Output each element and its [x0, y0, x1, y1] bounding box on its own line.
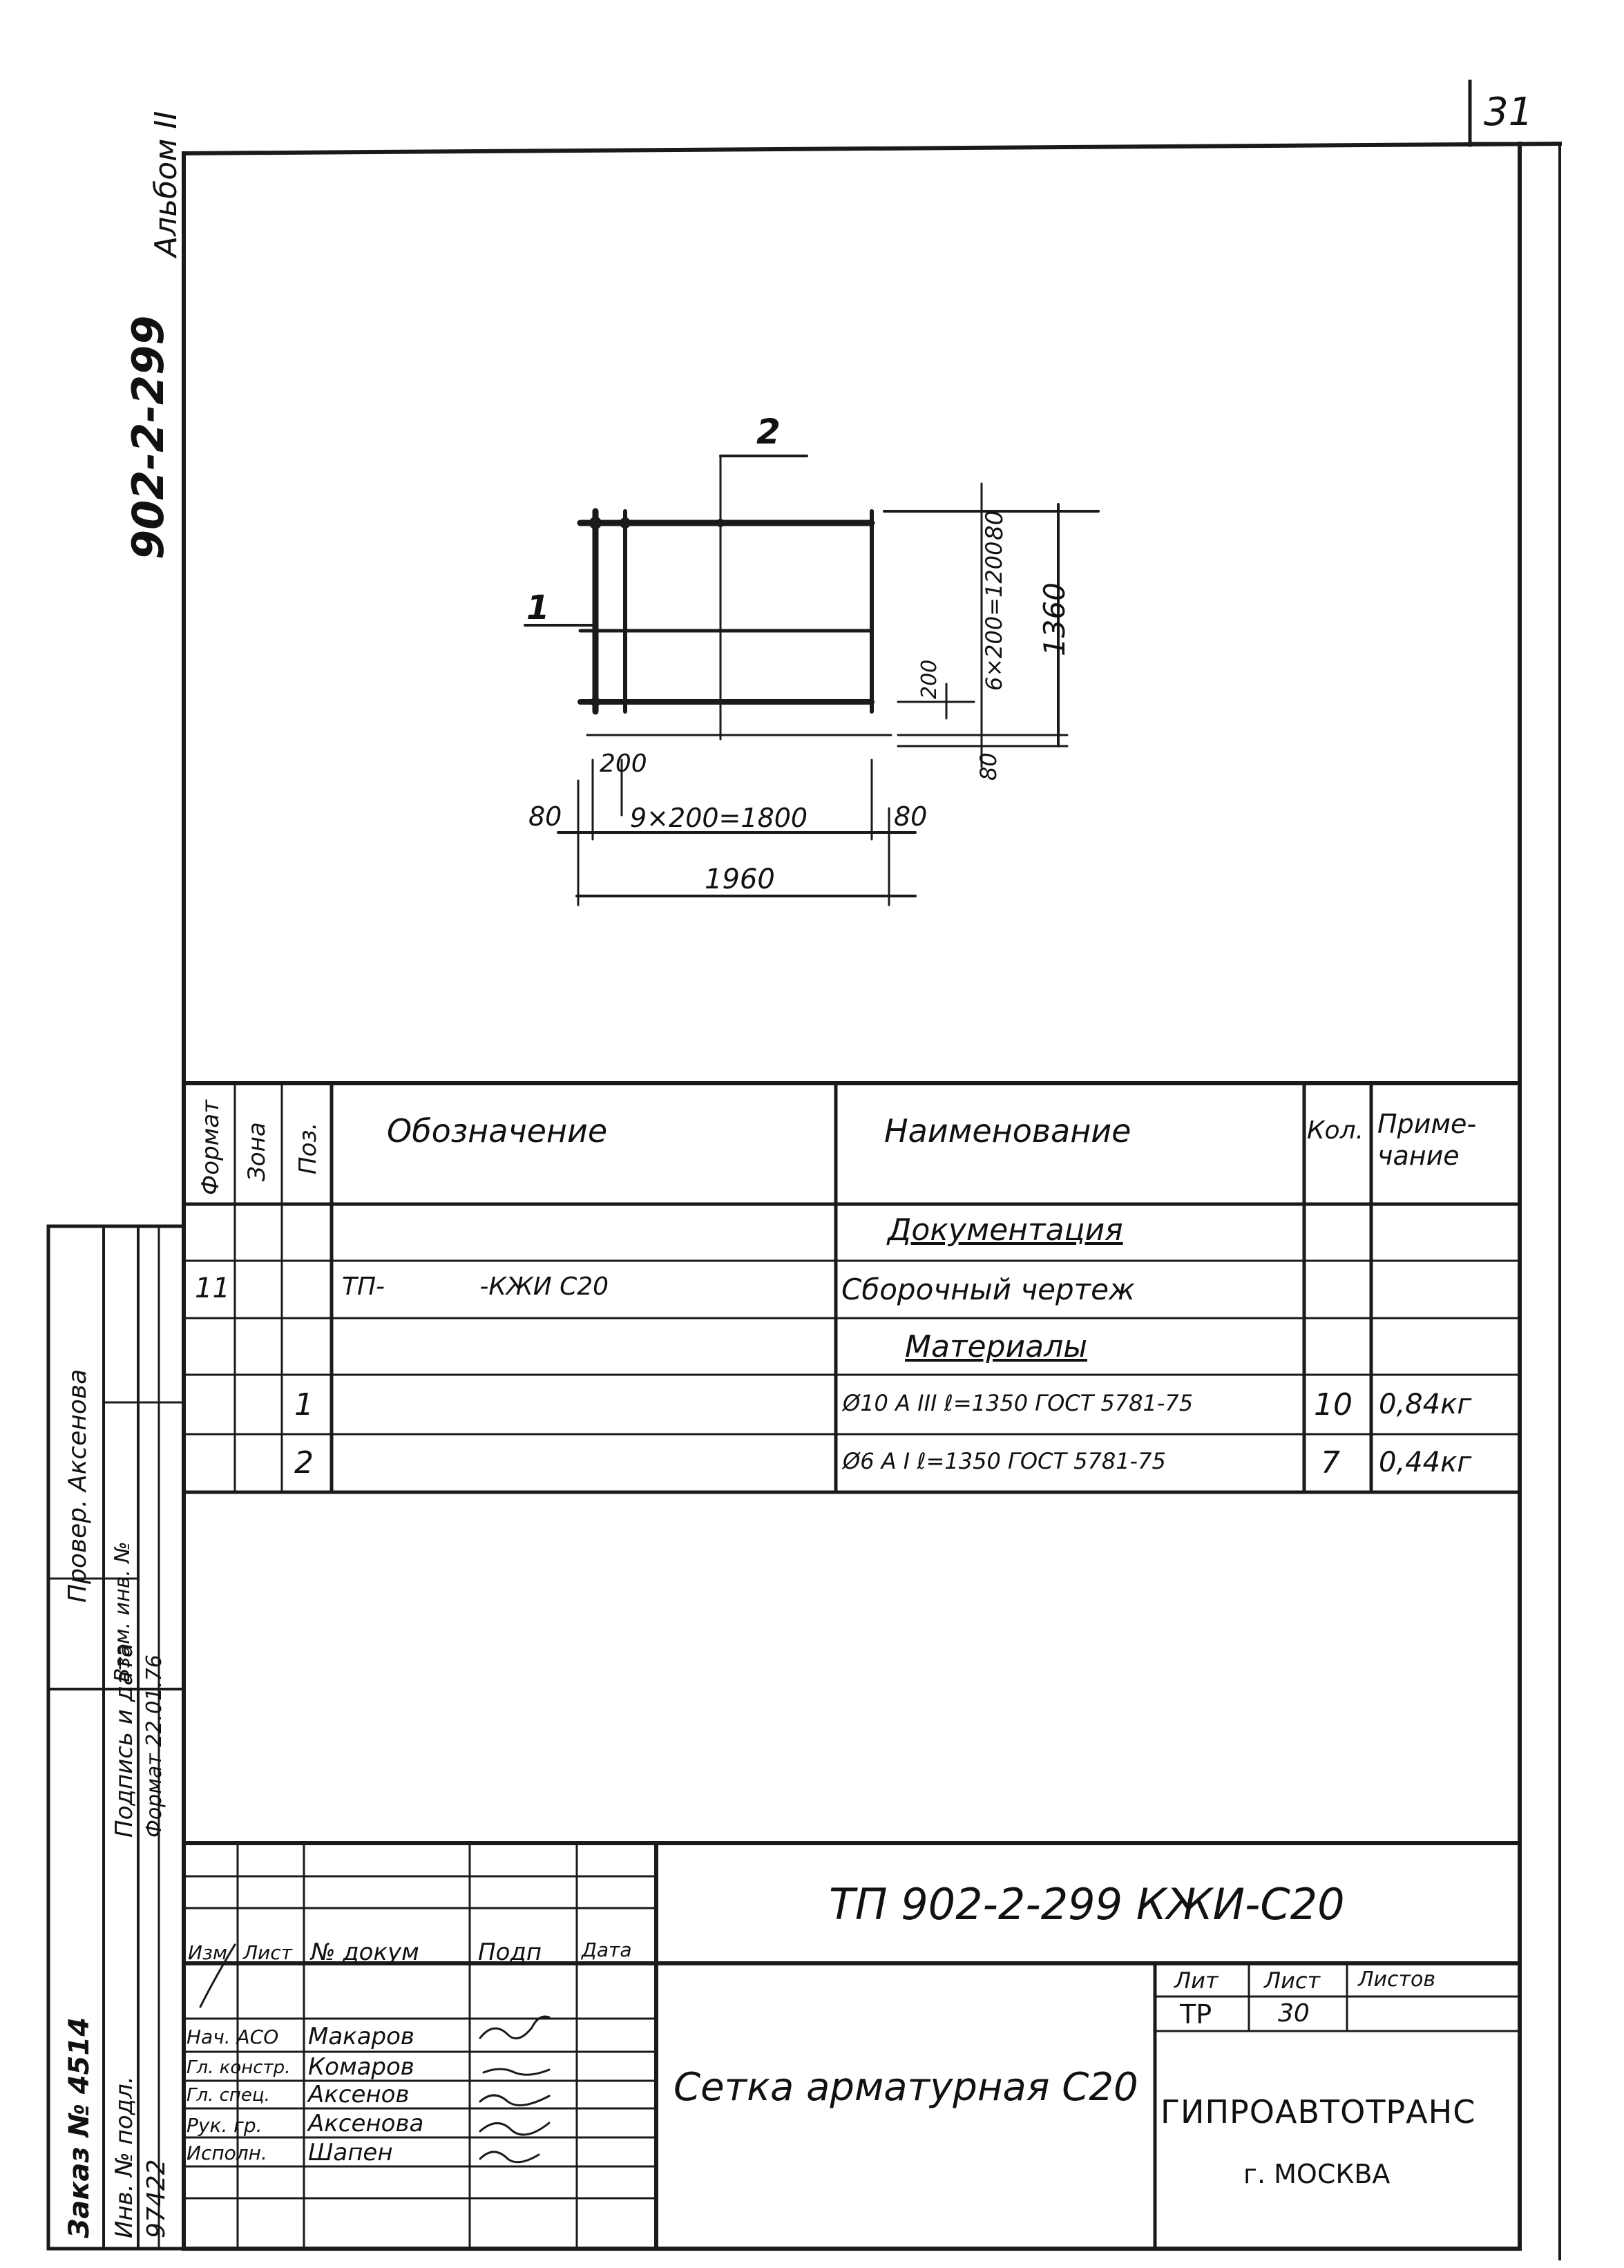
- sheet-name: Сетка арматурная С20: [674, 2066, 1150, 2110]
- sheet-label: Лист: [1264, 1967, 1321, 1994]
- signature-scribble: [482, 2068, 551, 2076]
- sheet-name-text: Сетка арматурная С20: [674, 2065, 1138, 2110]
- signer-role: Гл. констр.: [187, 2057, 291, 2078]
- signer-name: Аксенов: [308, 2081, 410, 2108]
- table-row-quantity: 10: [1314, 1387, 1353, 1422]
- table-row-name: Ø6 A I ℓ=1350 ГОСТ 5781-75: [843, 1448, 1166, 1474]
- table-row-position: 2: [294, 1445, 314, 1480]
- signer-role: Исполн.: [187, 2142, 267, 2164]
- header-name: Наименование: [884, 1112, 1131, 1150]
- dimension-80-left: 80: [528, 801, 562, 832]
- dimension-9x200: 9×200=1800: [630, 803, 808, 833]
- signer-role: Рук. гр.: [187, 2114, 262, 2137]
- col-header-signature: Подп: [478, 1938, 542, 1966]
- organization-name: ГИПРОАВТОТРАНС: [1160, 2093, 1476, 2131]
- stage-value: ТР: [1180, 1999, 1212, 2030]
- stage-label: Лит: [1174, 1967, 1219, 1994]
- header-designation: Обозначение: [387, 1112, 608, 1150]
- signer-name: Макаров: [308, 2023, 414, 2050]
- col-header-sheet: Лист: [243, 1941, 292, 1964]
- page-number: 31: [1484, 90, 1534, 135]
- header-note: Приме- чание: [1377, 1109, 1477, 1171]
- col-header-date: Дата: [582, 1938, 632, 1961]
- organization-city: г. МОСКВА: [1243, 2159, 1391, 2189]
- document-number: ТП 902-2-299 КЖИ-С20: [829, 1879, 1345, 1929]
- signer-name: Шапен: [308, 2139, 393, 2166]
- signer-role: Гл. спец.: [187, 2085, 270, 2106]
- table-row-designation: ТП- -КЖИ С20: [342, 1273, 609, 1301]
- signer-role: Нач. АСО: [187, 2026, 279, 2048]
- table-row-quantity: 7: [1321, 1445, 1340, 1480]
- signature-scribble: [479, 2122, 551, 2136]
- col-header-doc-number: № докум: [311, 1938, 419, 1966]
- table-row-name: Ø10 A III ℓ=1350 ГОСТ 5781-75: [843, 1390, 1194, 1416]
- dimension-80-right: 80: [894, 801, 928, 832]
- table-row-name: Сборочный чертеж: [841, 1273, 1135, 1306]
- header-quantity: Кол.: [1307, 1116, 1364, 1145]
- signature-scribble: [199, 1943, 236, 2008]
- dimension-1960: 1960: [705, 864, 775, 895]
- col-header-change: Изм: [188, 1941, 227, 1964]
- signature-scribble: [479, 2151, 540, 2164]
- signature-scribble: [479, 2094, 551, 2106]
- table-row-position: 1: [294, 1387, 314, 1422]
- signature-scribble: [479, 2015, 551, 2040]
- table-row-section-name: Материалы: [905, 1329, 1087, 1364]
- position-mark-1: 1: [526, 589, 550, 627]
- signer-name: Комаров: [308, 2053, 414, 2081]
- table-row-note: 0,44кг: [1379, 1447, 1472, 1478]
- sheet-value: 30: [1278, 1999, 1310, 2028]
- signer-name: Аксенова: [308, 2110, 424, 2137]
- table-row-section-name: Документация: [888, 1212, 1123, 1248]
- dimension-200: 200: [600, 750, 647, 778]
- sheets-label: Листов: [1358, 1967, 1436, 1992]
- position-mark-2: 2: [756, 412, 781, 452]
- table-row-note: 0,84кг: [1379, 1389, 1472, 1420]
- table-row-format: 11: [195, 1273, 230, 1304]
